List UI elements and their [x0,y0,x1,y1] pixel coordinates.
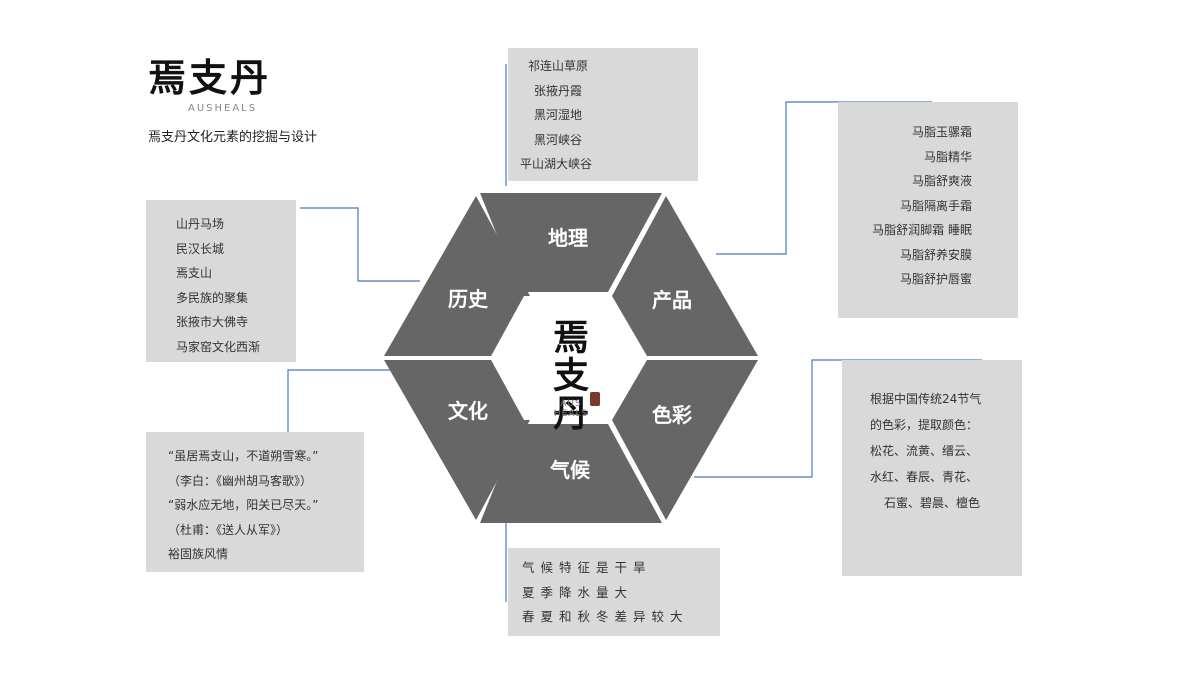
label-color: 色彩 [652,403,692,427]
brand-logo: 焉支丹 [148,55,272,100]
products-box: 马脂玉骡霜马脂精华马脂舒爽液马脂隔离手霜马脂舒润脚霜 睡眠马脂舒养安膜马脂舒护唇… [838,102,1018,318]
label-culture: 文化 [448,399,488,423]
geography-item: 黑河峡谷 [534,132,583,147]
geography-item: 平山湖大峡谷 [520,157,593,171]
segment-climate[interactable] [480,424,662,523]
center-logo-sub-2: HEALS [554,409,588,419]
history-item: 民汉长城 [176,241,225,256]
center-hexagon [490,296,648,420]
segment-product[interactable] [612,196,758,356]
color-box: 根据中国传统24节气的色彩，提取颜色： 松花、流黄、缙云、水红、春辰、青花、石蜜、… [842,360,1022,576]
climate-box: 气候特征是干旱夏季降水量大春夏和秋冬差异较大 [508,548,720,636]
culture-line: （李白：《幽州胡马客歌》） [168,473,313,488]
product-item: 马脂舒护唇蜜 [899,272,972,286]
color-line: 石蜜、碧晨、檀色 [884,496,981,510]
label-climate: 气候 [549,458,591,482]
geography-item: 张掖丹霞 [534,83,583,98]
geography-item: 黑河湿地 [534,108,583,122]
history-item: 张掖市大佛寺 [176,315,249,329]
center-logo-text: 焉支丹 [547,318,589,432]
climate-line: 气候特征是干旱 [522,560,652,575]
brand-logo-english: AUSHEALS [188,103,258,114]
segment-culture[interactable] [384,360,530,520]
product-item: 马脂玉骡霜 [911,125,972,139]
color-line: 的色彩，提取颜色： [870,418,979,432]
page-subtitle: 焉支丹文化元素的挖掘与设计 [148,130,318,145]
label-product: 产品 [652,288,692,312]
culture-line: （杜甫：《送人从军》） [168,522,289,537]
culture-line: 裕固族风情 [168,547,229,561]
color-line: 松花、流黄、缙云、 [870,444,979,458]
climate-line: 春夏和秋冬差异较大 [522,609,689,624]
product-item: 马脂舒养安膜 [899,247,972,262]
history-item: 焉支山 [176,266,213,280]
product-item: 马脂精华 [923,149,972,164]
segment-color[interactable] [612,360,758,520]
product-item: 马脂舒润脚霜 睡眠 [872,223,972,237]
history-item: 多民族的聚集 [176,290,249,305]
label-history: 历史 [448,287,489,311]
culture-line: “弱水应无地，阳关已尽天。” [168,498,319,512]
label-geography: 地理 [548,226,588,250]
color-line: 根据中国传统24节气 [870,392,982,406]
center-logo-sub-1: AUS [560,399,581,409]
product-item: 马脂隔离手霜 [899,198,972,213]
product-item: 马脂舒爽液 [911,174,972,188]
history-box: 山丹马场民汉长城焉支山多民族的聚集张掖市大佛寺马家窑文化西渐 [146,200,296,362]
culture-box: “虽居焉支山，不道朔雪寒。” （李白：《幽州胡马客歌》） “弱水应无地，阳关已尽天。… [146,432,364,572]
climate-line: 夏季降水量大 [522,584,634,600]
segment-history[interactable] [384,196,530,356]
connector-culture [287,369,394,432]
center-logo: 焉支丹 AUS HEALS [547,318,600,432]
history-item: 马家窑文化西渐 [176,339,261,354]
seal-stamp-icon [590,392,600,406]
geography-item: 祁连山草原 [528,59,589,73]
connector-history [300,207,420,282]
geography-box: 祁连山草原张掖丹霞黑河湿地黑河峡谷平山湖大峡谷 [508,48,698,181]
segment-geography[interactable] [480,193,662,292]
culture-line: “虽居焉支山，不道朔雪寒。” [168,449,319,463]
color-line: 水红、春辰、青花、 [870,470,979,484]
history-item: 山丹马场 [176,217,225,231]
